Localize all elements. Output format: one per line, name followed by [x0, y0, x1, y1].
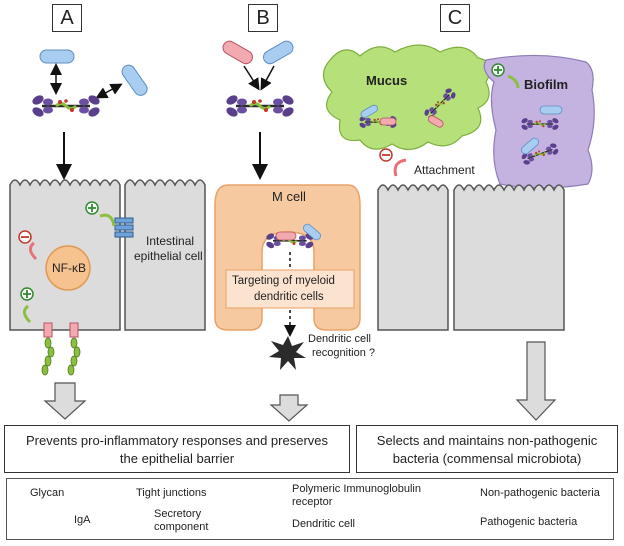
legend-tight-junctions-label: Tight junctions: [136, 487, 207, 499]
pathogenic-bacterium-icon: [222, 40, 253, 65]
panel-letter-c: C: [440, 4, 470, 32]
tight-junction-icon: [114, 217, 134, 238]
legend-iga-label: IgA: [74, 514, 91, 526]
pathogenic-bacterium-icon: [379, 117, 397, 126]
legend-pigr-label-line1: Polymeric Immunoglobulin: [292, 483, 421, 495]
mucus-blob: [322, 44, 492, 151]
nfkb-label: NF-κB: [52, 261, 86, 275]
outcome-left-line2: the epithelial barrier: [119, 451, 235, 466]
legend-box: [6, 478, 614, 540]
panel-letter-b: B: [248, 4, 278, 32]
legend-pathogenic-label: Pathogenic bacteria: [480, 516, 578, 528]
intestinal-label: Intestinal: [146, 234, 195, 248]
biofilm-label: Biofilm: [524, 77, 569, 92]
nonpathogenic-bacterium-icon: [521, 137, 539, 155]
down-arrow-a: [43, 382, 87, 420]
nfkb-circle: [45, 245, 91, 291]
plus-icon: [20, 287, 34, 324]
targeting-box: [225, 269, 355, 309]
dendritic-cell-icon: [269, 336, 306, 370]
iga-molecule-icon: [223, 92, 297, 120]
legend-secretory-label-line2: component: [154, 521, 209, 533]
legend-nonpathogenic-label: Non-pathogenic bacteria: [480, 487, 600, 499]
plus-icon: [491, 63, 520, 89]
polymeric-ig-receptor-icon: [43, 322, 79, 338]
epithelial-cell-c-left: [377, 184, 449, 331]
legend-secretory-label-line1: Secretory: [154, 508, 202, 520]
nonpathogenic-bacterium-icon: [39, 49, 75, 64]
nonpathogenic-bacterium-icon: [263, 40, 294, 65]
iga-molecule-icon: [29, 92, 103, 120]
minus-icon: [379, 148, 407, 177]
outcome-right-line1: Selects and maintains non-pathogenic: [376, 433, 598, 448]
secretory-component-icon: [41, 337, 55, 376]
pathogenic-bacterium-icon: [427, 115, 444, 128]
targeting-label-line2: dendritic cells: [254, 291, 324, 303]
epithelial-cell-a-right: [124, 179, 206, 331]
nonpathogenic-bacterium-icon: [539, 105, 563, 115]
dendritic-recognition-label-line1: Dendritic cell: [308, 333, 371, 345]
down-arrow-b: [269, 394, 309, 422]
down-arrow-c: [515, 341, 557, 421]
legend-pigr-label-line2: receptor: [292, 496, 333, 508]
plus-icon: [85, 201, 116, 227]
dendritic-recognition-label-line2: recognition ?: [312, 347, 375, 359]
outcome-box-right: Selects and maintains non-pathogenic bac…: [356, 425, 618, 473]
legend-dendritic-label: Dendritic cell: [292, 518, 355, 530]
pathogenic-bacterium-icon: [275, 231, 297, 241]
nonpathogenic-bacterium-icon: [303, 223, 321, 241]
outcome-box-left: Prevents pro-inflammatory responses and …: [4, 425, 350, 473]
legend-glycan-label: Glycan: [30, 487, 65, 499]
epithelial-cell-c-right: [453, 184, 565, 331]
outcome-right-line2: bacteria (commensal microbiota): [392, 451, 582, 466]
nonpathogenic-bacterium-icon: [360, 104, 378, 119]
targeting-label-line1: Targeting of myeloid: [232, 275, 335, 287]
secretory-component-icon: [67, 337, 81, 376]
nonpathogenic-bacterium-icon: [121, 64, 148, 96]
m-cell-label: M cell: [272, 189, 306, 204]
attachment-label: Attachment: [414, 163, 475, 177]
panel-letter-a: A: [52, 4, 82, 32]
epithelial-cell-label: epithelial cell: [134, 249, 203, 263]
minus-icon: [18, 230, 38, 261]
outcome-left-line1: Prevents pro-inflammatory responses and …: [25, 433, 329, 448]
mucus-label: Mucus: [366, 73, 408, 88]
